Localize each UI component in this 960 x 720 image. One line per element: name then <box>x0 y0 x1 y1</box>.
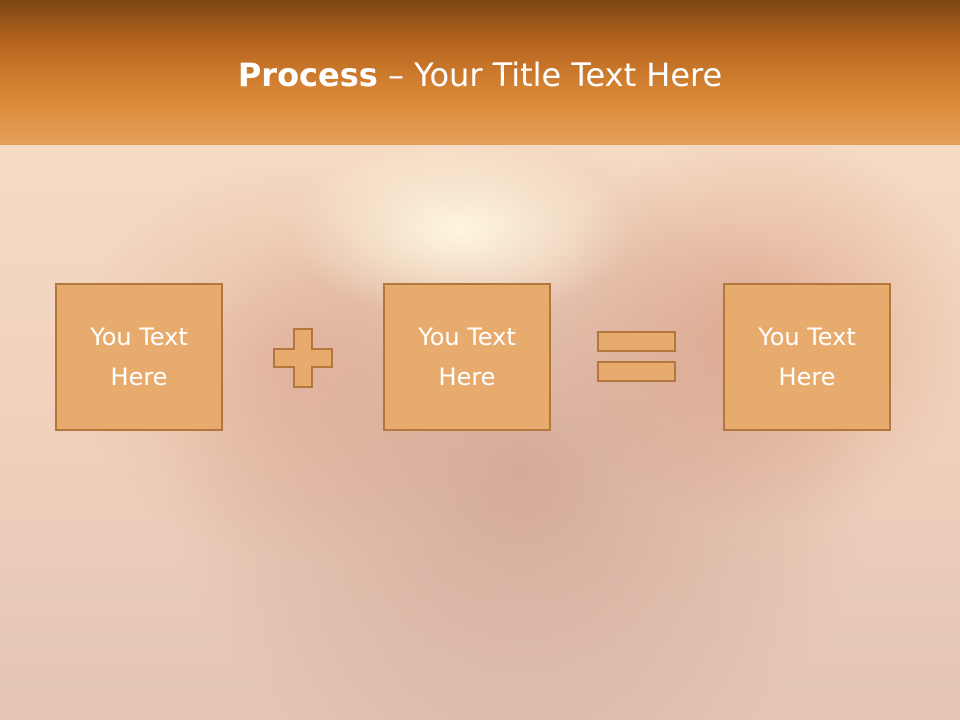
plus-icon <box>273 328 333 388</box>
process-step-1: You Text Here <box>55 283 223 431</box>
equals-icon <box>597 331 676 382</box>
process-result: You Text Here <box>723 283 891 431</box>
title-rest: – Your Title Text Here <box>377 56 723 94</box>
title-bold: Process <box>237 56 378 94</box>
step-1-label: You Text Here <box>90 323 188 391</box>
step-2-label: You Text Here <box>418 323 516 391</box>
slide-title: Process – Your Title Text Here <box>0 52 960 98</box>
title-bar: Process – Your Title Text Here <box>0 0 960 145</box>
step-3-label: You Text Here <box>758 323 856 391</box>
process-step-2: You Text Here <box>383 283 551 431</box>
